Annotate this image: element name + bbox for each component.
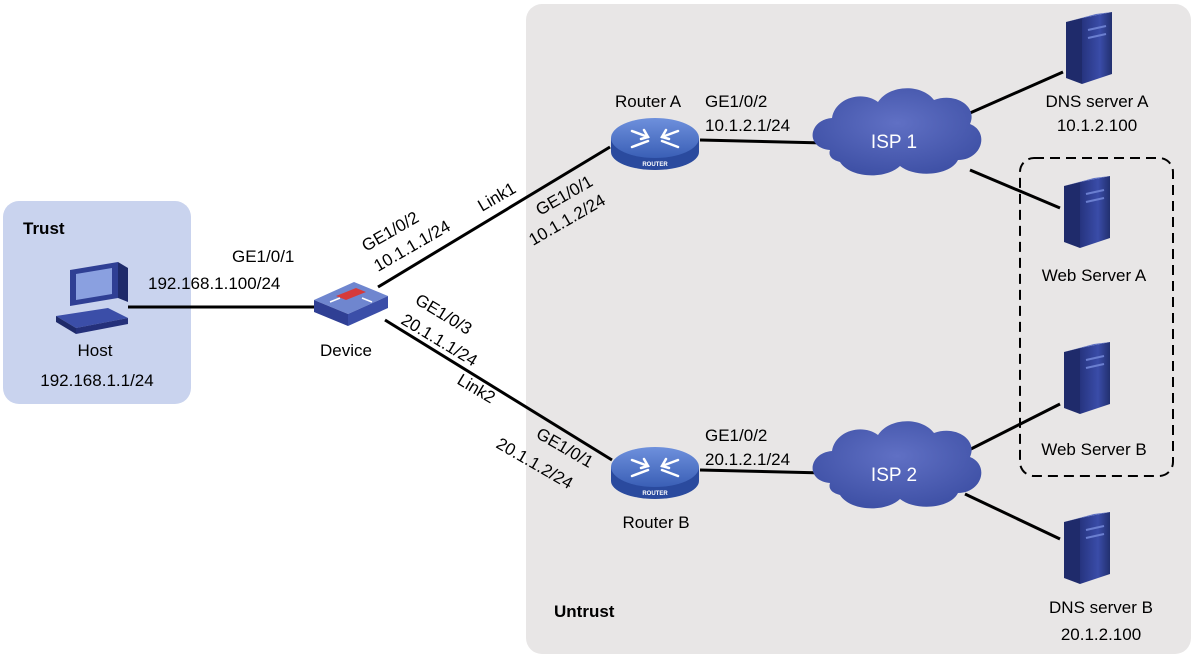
router-b-ge2-if: GE1/0/2 xyxy=(705,426,767,445)
isp1-cloud-icon: ISP 1 xyxy=(812,88,982,176)
device-ge1-ip: 192.168.1.100/24 xyxy=(148,274,280,293)
router-a-label: Router A xyxy=(615,92,682,111)
dns-server-b-label: DNS server B xyxy=(1049,598,1153,617)
web-server-b-icon xyxy=(1064,342,1110,414)
isp1-label: ISP 1 xyxy=(871,132,917,153)
untrust-zone-label: Untrust xyxy=(554,602,615,621)
isp2-label: ISP 2 xyxy=(871,465,917,486)
host-label: Host xyxy=(78,341,113,360)
host-pc-icon xyxy=(56,262,128,334)
link-isp2-webb xyxy=(964,402,1061,454)
web-server-group xyxy=(1019,157,1174,477)
links xyxy=(128,70,1064,541)
dns-server-a-label: DNS server A xyxy=(1046,92,1150,111)
device-label: Device xyxy=(320,341,372,360)
web-server-a-icon xyxy=(1064,176,1110,248)
trust-zone-label: Trust xyxy=(23,219,65,238)
link-routerb-isp2 xyxy=(699,468,826,475)
host-ip: 192.168.1.1/24 xyxy=(40,371,153,390)
link2-line xyxy=(384,318,613,462)
router-a-badge: ROUTER xyxy=(642,162,668,168)
dns-server-b-ip: 20.1.2.100 xyxy=(1061,625,1141,644)
device-ge1-if: GE1/0/1 xyxy=(232,247,294,266)
link-isp1-dnsa xyxy=(969,70,1064,115)
router-b-icon: ROUTER xyxy=(611,447,699,499)
isp2-cloud-icon: ISP 2 xyxy=(812,421,982,509)
dns-server-a-ip: 10.1.2.100 xyxy=(1057,116,1137,135)
link1-label: Link1 xyxy=(475,179,520,216)
router-a-ge2-if: GE1/0/2 xyxy=(705,92,767,111)
trust-zone xyxy=(3,201,191,404)
router-b-ge2-ip: 20.1.2.1/24 xyxy=(705,450,790,469)
router-b-badge: ROUTER xyxy=(642,491,668,497)
web-server-a-label: Web Server A xyxy=(1042,266,1147,285)
firewall-icon xyxy=(314,282,388,326)
router-a-icon: ROUTER xyxy=(611,118,699,170)
dns-server-a-icon xyxy=(1066,12,1112,84)
router-a-ge2-ip: 10.1.2.1/24 xyxy=(705,116,790,135)
link-routera-isp1 xyxy=(699,138,826,145)
link-isp2-dnsb xyxy=(964,492,1061,541)
untrust-zone xyxy=(526,4,1191,654)
link-isp1-weba xyxy=(969,168,1061,210)
web-server-b-label: Web Server B xyxy=(1041,440,1147,459)
dns-server-b-icon xyxy=(1064,512,1110,584)
link1-line xyxy=(377,145,611,289)
router-b-label: Router B xyxy=(622,513,689,532)
